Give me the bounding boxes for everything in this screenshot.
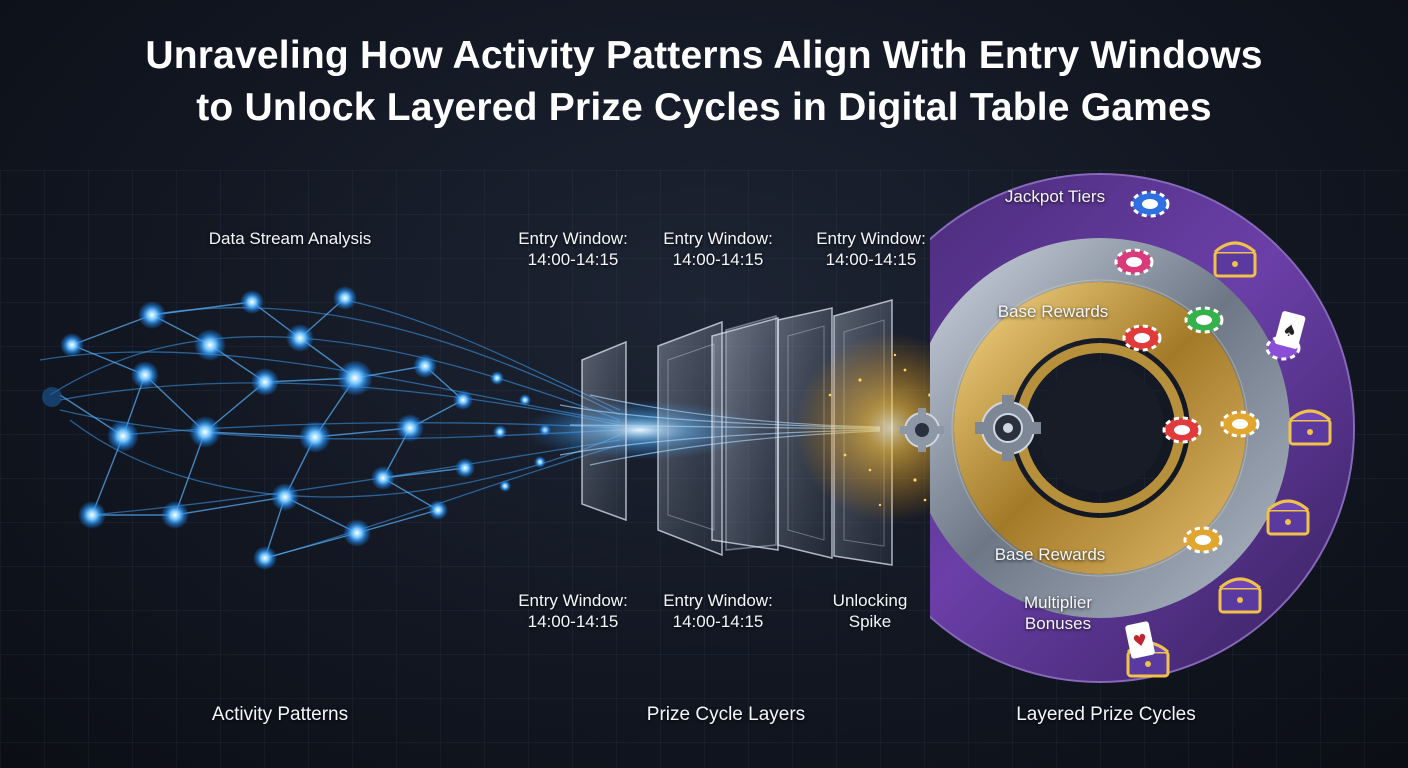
network-nodes bbox=[42, 286, 551, 570]
poker-chip-icon bbox=[1114, 190, 1301, 554]
jackpot-tiers-label: Jackpot Tiers bbox=[1004, 187, 1106, 206]
entry-window-top-1: Entry Window: 14:00-14:15 bbox=[518, 229, 628, 269]
multiplier-bonuses-label: Multiplier Bonuses bbox=[1023, 593, 1093, 633]
svg-text:♠: ♠ bbox=[1280, 319, 1299, 341]
unlocking-spike-label: Unlocking Spike bbox=[832, 591, 908, 631]
title-line-1: Unraveling How Activity Patterns Align W… bbox=[145, 34, 1263, 77]
entry-window-bottom-2: Entry Window: 14:00-14:15 bbox=[663, 591, 773, 631]
gear-icon bbox=[900, 408, 944, 452]
playing-cards-icon: ♠ ♥ bbox=[1125, 311, 1306, 659]
entry-window-top-2: Entry Window: 14:00-14:15 bbox=[663, 229, 773, 269]
base-rewards-top-label: Base Rewards bbox=[997, 302, 1109, 321]
svg-text:♥: ♥ bbox=[1131, 630, 1149, 652]
page-title: Unraveling How Activity Patterns Align W… bbox=[0, 30, 1408, 134]
base-rewards-bottom-label: Base Rewards bbox=[994, 545, 1106, 564]
title-line-2: to Unlock Layered Prize Cycles in Digita… bbox=[196, 86, 1212, 129]
data-stream-label: Data Stream Analysis bbox=[208, 229, 372, 248]
treasure-chest-icon bbox=[1126, 241, 1332, 678]
section-layered-prize-cycles: Layered Prize Cycles bbox=[1016, 704, 1196, 725]
entry-window-top-3: Entry Window: 14:00-14:15 bbox=[816, 229, 926, 269]
entry-window-bottom-1: Entry Window: 14:00-14:15 bbox=[518, 591, 628, 631]
target-gear-icon bbox=[975, 395, 1041, 461]
section-activity-patterns: Activity Patterns bbox=[211, 704, 349, 725]
section-prize-cycle-layers: Prize Cycle Layers bbox=[646, 704, 806, 725]
